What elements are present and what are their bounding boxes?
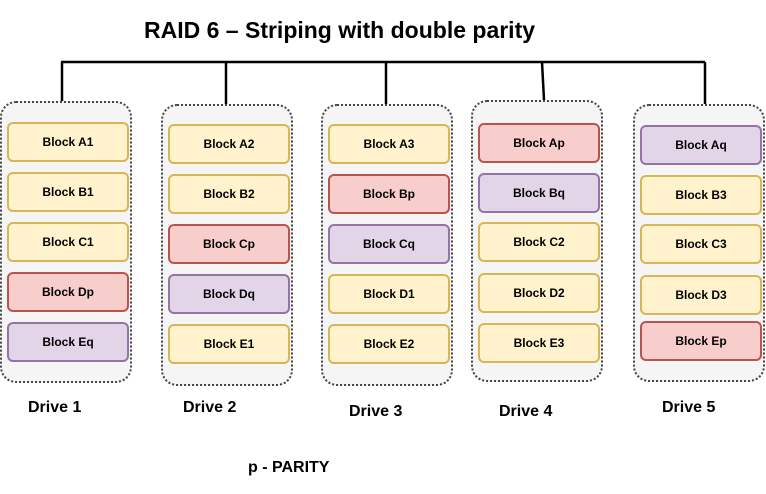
block-e1: Block E1	[168, 324, 290, 364]
block-ap: Block Ap	[478, 123, 600, 163]
parity-legend: p - PARITY	[248, 459, 330, 476]
block-ep: Block Ep	[640, 321, 762, 361]
block-cq: Block Cq	[328, 224, 450, 264]
drive-4-label: Drive 4	[499, 403, 553, 420]
block-d2: Block D2	[478, 273, 600, 313]
block-d1: Block D1	[328, 274, 450, 314]
block-dq: Block Dq	[168, 274, 290, 314]
drive-1-label: Drive 1	[28, 399, 82, 416]
block-e3: Block E3	[478, 323, 600, 363]
block-d3: Block D3	[640, 275, 762, 315]
block-eq: Block Eq	[7, 322, 129, 362]
block-b3: Block B3	[640, 175, 762, 215]
drive-3: Block A3 Block Bp Block Cq Block D1 Bloc…	[321, 104, 453, 386]
block-aq: Block Aq	[640, 125, 762, 165]
drive-5-label: Drive 5	[662, 399, 716, 416]
drive-2: Block A2 Block B2 Block Cp Block Dq Bloc…	[161, 104, 293, 386]
block-b1: Block B1	[7, 172, 129, 212]
block-dp: Block Dp	[7, 272, 129, 312]
block-e2: Block E2	[328, 324, 450, 364]
connector-drive-4	[540, 61, 546, 101]
block-c1: Block C1	[7, 222, 129, 262]
drive-1: Block A1 Block B1 Block C1 Block Dp Bloc…	[0, 101, 132, 383]
block-cp: Block Cp	[168, 224, 290, 264]
drive-3-label: Drive 3	[349, 403, 403, 420]
block-a1: Block A1	[7, 122, 129, 162]
block-b2: Block B2	[168, 174, 290, 214]
block-c3: Block C3	[640, 224, 762, 264]
block-bq: Block Bq	[478, 173, 600, 213]
drive-5: Block Aq Block B3 Block C3 Block D3 Bloc…	[633, 104, 765, 382]
diagram-title: RAID 6 – Striping with double parity	[144, 17, 536, 43]
drive-4: Block Ap Block Bq Block C2 Block D2 Bloc…	[471, 100, 603, 382]
block-a2: Block A2	[168, 124, 290, 164]
block-a3: Block A3	[328, 124, 450, 164]
block-c2: Block C2	[478, 222, 600, 262]
block-bp: Block Bp	[328, 174, 450, 214]
drive-2-label: Drive 2	[183, 399, 237, 416]
